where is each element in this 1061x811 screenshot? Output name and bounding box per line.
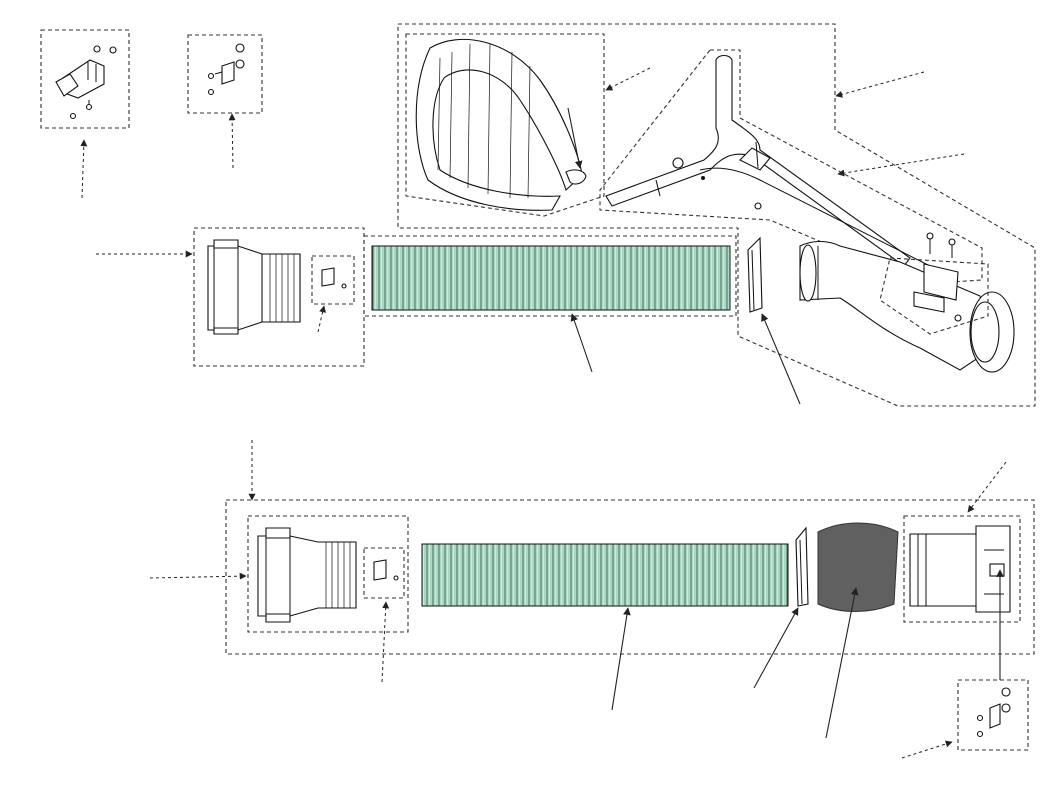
hose-clip-top xyxy=(747,236,763,313)
bracket-screw-icon xyxy=(207,43,245,96)
arm-assembly-region xyxy=(397,23,1036,407)
hose-adapter-bottom xyxy=(247,515,409,633)
nozzle-sleeve xyxy=(817,522,899,612)
shoulder-strap xyxy=(405,33,605,217)
hose-clip-bottom xyxy=(795,526,809,607)
solid-leaders xyxy=(570,313,1004,739)
extraction-arm xyxy=(799,232,1015,373)
dashed-leaders xyxy=(80,67,1007,759)
clamp-bracket-icon xyxy=(55,45,117,120)
bottom-assembly-region xyxy=(225,499,1035,655)
bracket-screw-kit-bottom xyxy=(957,679,1029,751)
flexible-hose-top xyxy=(363,235,737,317)
hose-adapter-top xyxy=(193,227,365,367)
clamp-bracket-kit xyxy=(40,29,130,129)
wall-connector xyxy=(903,515,1021,623)
bracket-screw-kit xyxy=(187,34,263,114)
support-frame xyxy=(599,49,983,285)
flexible-hose-bottom xyxy=(421,543,789,607)
